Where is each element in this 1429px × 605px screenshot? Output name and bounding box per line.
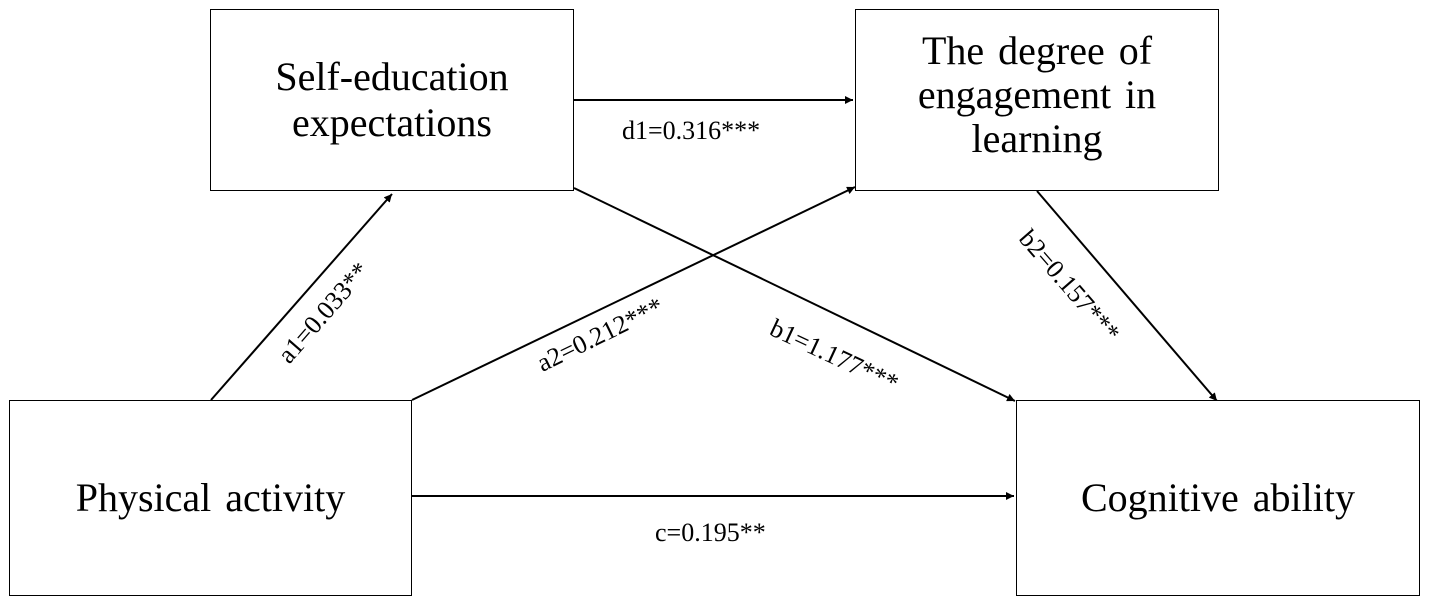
arrow-a2 — [411, 186, 856, 401]
node-cognitive-ability: Cognitive ability — [1016, 400, 1420, 596]
arrow-b2 — [1036, 190, 1218, 402]
node-label: The degree of engagement in learning — [917, 28, 1157, 161]
coefficient-d1: d1=0.316*** — [622, 116, 761, 145]
arrow-b1 — [573, 187, 1016, 402]
node-label: Cognitive ability — [1081, 475, 1355, 520]
node-physical-activity: Physical activity — [9, 400, 412, 596]
arrow-a1 — [210, 193, 393, 401]
node-degree-of-engagement: The degree of engagement in learning — [855, 9, 1219, 191]
node-label: Physical activity — [75, 475, 346, 520]
node-label: Self-education expectations — [275, 54, 509, 145]
node-self-education-expectations: Self-education expectations — [210, 9, 574, 191]
coefficient-c: c=0.195** — [655, 518, 766, 547]
